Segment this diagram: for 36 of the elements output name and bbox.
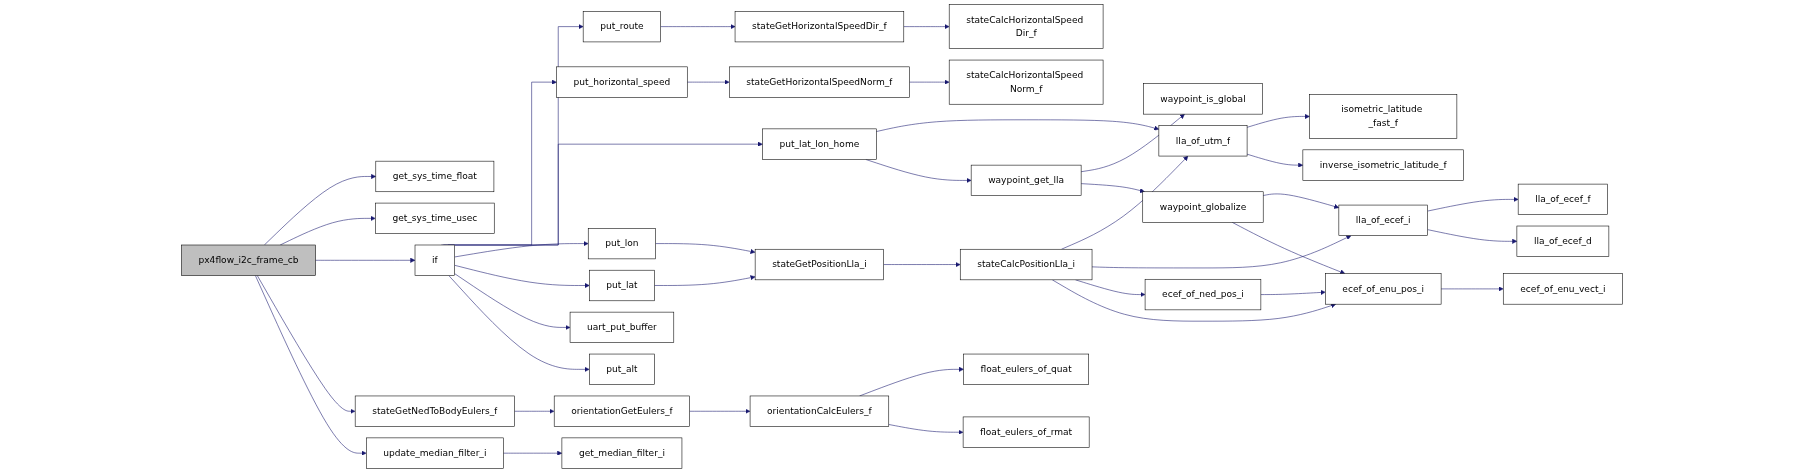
node-box: stateCalcHorizontalSpeed Dir_f (948, 4, 1104, 49)
node-box: stateGetHorizontalSpeedDir_f (734, 11, 905, 43)
node-box: ecef_of_enu_vect_i (1502, 273, 1623, 305)
node-box: lla_of_ecef_f (1517, 183, 1608, 215)
node-box: stateCalcHorizontalSpeed Norm_f (948, 59, 1104, 105)
node-box: stateGetNedToBodyEulers_f (354, 395, 515, 427)
node-box: lla_of_ecef_d (1516, 225, 1610, 257)
node-box: float_eulers_of_rmat (962, 416, 1090, 448)
node-box: waypoint_get_lla (970, 164, 1082, 196)
node-box: put_horizontal_speed (556, 66, 688, 98)
node-box: isometric_latitude _fast_f (1309, 94, 1458, 139)
node-box: ecef_of_enu_pos_i (1325, 273, 1442, 305)
node-box: update_median_filter_i (366, 437, 504, 469)
node-box: lla_of_ecef_i (1338, 204, 1428, 236)
node-box: get_sys_time_usec (375, 202, 495, 234)
node-box: orientationCalcEulers_f (749, 395, 890, 427)
node-box: ecef_of_ned_pos_i (1144, 279, 1262, 311)
node-box: put_route (582, 11, 661, 43)
node-box: get_median_filter_i (561, 437, 683, 469)
node-box: float_eulers_of_quat (963, 353, 1089, 385)
node-box: px4flow_i2c_frame_cb (181, 244, 316, 276)
node-box: stateGetHorizontalSpeedNorm_f (729, 66, 910, 98)
node-box: stateGetPositionLla_i (754, 248, 884, 281)
node-box: lla_of_utm_f (1158, 125, 1248, 157)
node-box: waypoint_is_global (1143, 83, 1263, 115)
node-box: put_alt (589, 353, 655, 385)
node-box: waypoint_globalize (1142, 191, 1264, 223)
node-box: inverse_isometric_latitude_f (1302, 149, 1464, 181)
node-box: stateCalcPositionLla_i (959, 248, 1093, 281)
node-box: if (414, 244, 455, 276)
node-box: orientationGetEulers_f (553, 395, 690, 427)
node-box: get_sys_time_float (375, 160, 495, 193)
node-box: uart_put_buffer (569, 311, 675, 343)
node-box: put_lat (589, 269, 655, 302)
node-box: put_lon (587, 228, 656, 260)
node-box: put_lat_lon_home (762, 128, 877, 160)
